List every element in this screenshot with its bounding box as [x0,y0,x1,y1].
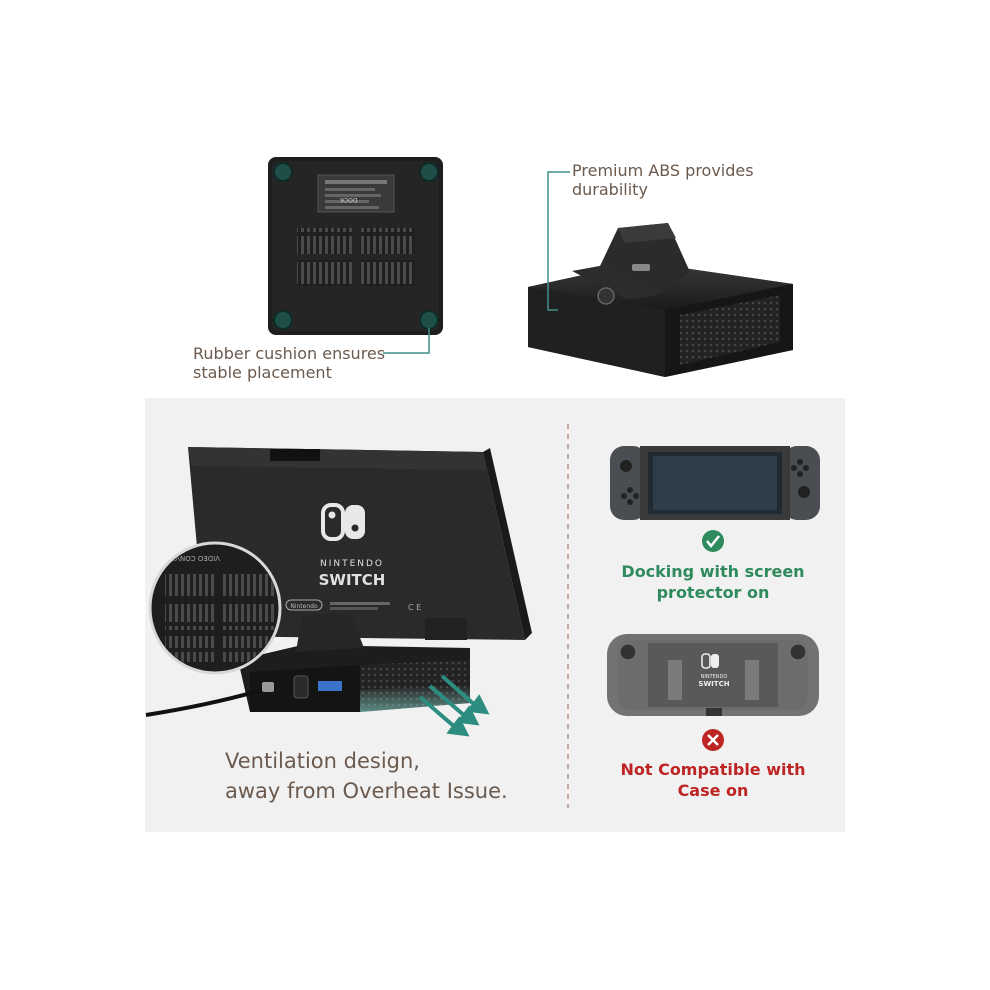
check-icon [702,530,724,552]
console-brand-line2: SWITCH [319,571,386,589]
caption-line: protector on [656,583,770,602]
caption-line: Case on [677,781,749,800]
usb-c-connector [632,264,650,271]
ventilation-caption: Ventilation design, away from Overheat I… [225,746,555,806]
dock-side-view [528,223,793,377]
usb-a-port [318,681,342,691]
caption-line: durability [572,180,648,199]
dock-title: DOCK [340,196,358,203]
caption-line: stable placement [193,363,332,382]
cross-icon [702,729,724,751]
vent-zoom-detail: VIDEO CONVERTER [148,541,282,675]
caption-line: Ventilation design, [225,749,420,773]
switch-logo-icon [701,653,719,669]
rubber-foot [419,310,439,330]
switch-in-case: NINTENDO SWITCH [607,634,819,716]
compatible-caption: Docking with screen protector on [600,561,826,603]
rubber-cushion-caption: Rubber cushion ensures stable placement [193,344,453,382]
premium-abs-caption: Premium ABS provides durability [572,161,832,199]
console-brand-line1: NINTENDO [320,559,384,569]
caption-line: Rubber cushion ensures [193,344,386,363]
usb-c-port [262,682,274,692]
rubber-foot [273,310,293,330]
switch-with-protector [610,446,820,520]
switch-logo-icon [321,503,365,541]
airflow-arrows-icon [418,674,490,737]
caption-line: away from Overheat Issue. [225,779,508,803]
caption-line: Not Compatible with [620,760,806,779]
nintendo-badge: Nintendo [290,603,318,610]
rubber-foot [273,162,293,182]
dock-bottom-view [268,157,443,335]
caption-line: Premium ABS provides [572,161,754,180]
rubber-foot [419,162,439,182]
caption-line: Docking with screen [621,562,805,581]
case-brand-line1: NINTENDO [701,674,728,680]
console-on-dock: NINTENDO SWITCH Nintendo C E [145,447,532,737]
not-compatible-caption: Not Compatible with Case on [600,759,826,801]
svg-text:C E: C E [408,603,421,612]
power-button [597,287,615,305]
case-brand-line2: SWITCH [698,680,729,688]
leader-line [383,328,430,354]
dock-subtitle: VIDEO CONVERTER [153,554,220,562]
leader-line [547,171,570,311]
